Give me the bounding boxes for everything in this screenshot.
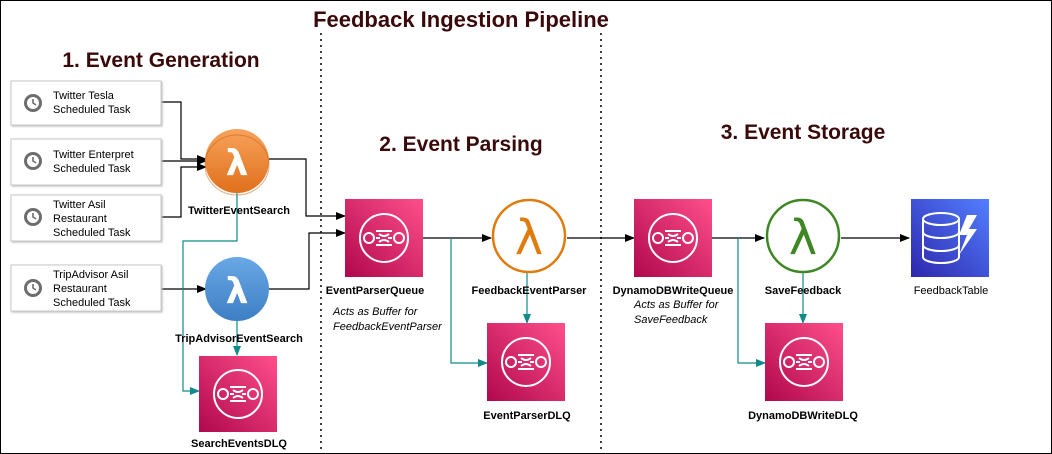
clock-icon: [23, 278, 43, 298]
sqs-queue-icon: [487, 323, 565, 401]
clock-icon: [23, 151, 43, 171]
arrow-queue-to-parser-dlq: [450, 238, 488, 367]
sqs-queue-icon: [199, 356, 277, 432]
arrow-twitter-to-queue: [269, 158, 346, 220]
clock-icon: [23, 93, 43, 113]
write-buffer-note-line2: SaveFeedback: [634, 314, 708, 326]
save-lambda: λ SaveFeedback: [765, 198, 842, 297]
parser-buffer-note-line1: Acts as Buffer for: [332, 306, 419, 318]
write-dlq: DynamoDBWriteDLQ: [748, 323, 858, 422]
save-lambda-label: SaveFeedback: [765, 285, 842, 297]
task-asil-line1: Twitter Asil: [53, 199, 106, 211]
arrow-asil-to-twitter: [161, 163, 207, 218]
lambda-icon: [205, 129, 269, 193]
task-enterprise: Twitter Enterpret Scheduled Task: [10, 138, 162, 186]
sqs-queue-icon: [765, 323, 843, 401]
svg-text:λ: λ: [226, 271, 249, 312]
lambda-icon: [205, 257, 269, 321]
search-dlq: SearchEventsDLQ: [191, 356, 287, 450]
parser-queue-label: EventParserQueue: [326, 285, 424, 297]
task-enterprise-line2: Scheduled Task: [53, 163, 131, 175]
parser-lambda-label: FeedbackEventParser: [472, 285, 588, 297]
write-dlq-label: DynamoDBWriteDLQ: [748, 410, 858, 422]
clock-icon: [23, 207, 43, 227]
task-tripadvisor-line1: TripAdvisor Asil: [53, 269, 128, 281]
feedback-table: FeedbackTable: [911, 199, 989, 297]
task-tripadvisor-line2: Restaurant: [53, 283, 107, 295]
arrow-write-queue-to-dlq: [737, 238, 766, 367]
task-asil: Twitter Asil Restaurant Scheduled Task: [10, 194, 162, 242]
task-tesla: Twitter Tesla Scheduled Task: [10, 80, 162, 126]
svg-text:λ: λ: [226, 143, 249, 184]
task-tripadvisor-line3: Scheduled Task: [53, 297, 131, 309]
sqs-queue-icon: [345, 199, 423, 277]
arrow-tripadvisor-to-queue: [269, 229, 346, 290]
svg-text:λ: λ: [515, 210, 543, 266]
feedback-table-label: FeedbackTable: [914, 285, 989, 297]
section-title-generation: 1. Event Generation: [62, 49, 259, 72]
parser-dlq-label: EventParserDLQ: [483, 410, 571, 422]
write-queue-label: DynamoDBWriteQueue: [613, 285, 734, 297]
tripadvisor-lambda: λ TripAdvisorEventSearch: [175, 257, 303, 345]
parser-dlq: EventParserDLQ: [483, 323, 571, 422]
parser-lambda: λ FeedbackEventParser: [472, 198, 588, 297]
twitter-lambda-label: TwitterEventSearch: [188, 205, 290, 217]
lambda-icon: [765, 198, 841, 274]
lambda-icon: [491, 198, 567, 274]
write-queue: DynamoDBWriteQueue Acts as Buffer for Sa…: [613, 199, 734, 326]
tripadvisor-lambda-label: TripAdvisorEventSearch: [175, 333, 303, 345]
search-dlq-label: SearchEventsDLQ: [191, 438, 287, 450]
task-enterprise-line1: Twitter Enterpret: [53, 149, 134, 161]
write-buffer-note-line1: Acts as Buffer for: [633, 299, 720, 311]
arrow-tesla-to-twitter: [161, 101, 207, 163]
section-title-storage: 3. Event Storage: [721, 121, 886, 144]
sqs-queue-icon: [634, 199, 712, 277]
arrow-twitter-to-dlq: [182, 191, 238, 395]
task-asil-line2: Restaurant: [53, 213, 107, 225]
parser-queue: EventParserQueue Acts as Buffer for Feed…: [326, 199, 443, 333]
twitter-lambda: λ TwitterEventSearch: [188, 129, 290, 217]
task-tripadvisor: TripAdvisor Asil Restaurant Scheduled Ta…: [10, 264, 162, 312]
svg-text:λ: λ: [789, 210, 817, 266]
page-title: Feedback Ingestion Pipeline: [313, 7, 609, 32]
task-tesla-line2: Scheduled Task: [53, 104, 131, 116]
section-title-parsing: 2. Event Parsing: [379, 133, 542, 156]
task-asil-line3: Scheduled Task: [53, 227, 131, 239]
task-tesla-line1: Twitter Tesla: [53, 90, 115, 102]
parser-buffer-note-line2: FeedbackEventParser: [333, 321, 443, 333]
